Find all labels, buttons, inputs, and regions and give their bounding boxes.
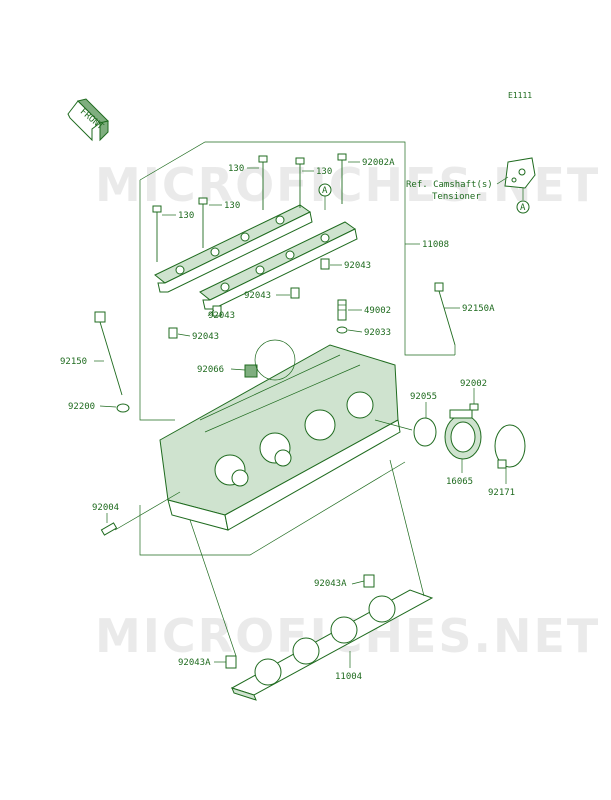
dowel-92043-a [320,258,330,270]
camshaft-holder-lower [199,221,358,310]
bolt-130-b [295,157,305,208]
plug-92066 [244,339,296,381]
label-92150A: 92150A [462,304,495,314]
o-ring-92033 [336,326,348,334]
washer-92200 [116,403,130,413]
label-130-c: 130 [178,211,194,221]
bolt-130-a [258,155,268,210]
ref-text-line2: Tensioner [432,192,481,202]
dowel-92043A-b [225,655,237,669]
label-92200: 92200 [68,402,95,412]
label-92043-d: 92043 [192,332,219,342]
label-92043-c: 92043 [208,311,235,321]
callout-a-top: A [318,183,332,197]
label-92043-b: 92043 [244,291,271,301]
leader-lines [94,161,507,668]
valve-49002 [337,299,347,321]
label-92043-a: 92043 [344,261,371,271]
bolt-130-c [152,205,162,262]
page-code: E1111 [508,91,532,100]
label-92171: 92171 [488,488,515,498]
ref-text-line1: Ref. Camshaft(s) [406,180,493,190]
label-130-a: 130 [228,164,244,174]
stud-92150 [94,311,123,396]
label-11004: 11004 [335,672,362,682]
label-16065: 16065 [446,477,473,487]
label-130-b: 130 [316,167,332,177]
label-92033: 92033 [364,328,391,338]
bolt-92002 [469,403,479,411]
bolt-130-d [198,197,208,248]
stud-92150A [434,282,456,346]
holder-16065 [444,409,482,460]
label-130-d: 130 [224,201,240,211]
label-92004: 92004 [92,503,119,513]
svg-text:A: A [520,203,526,213]
label-92043A-a: 92043A [314,579,347,589]
label-92002A: 92002A [362,158,395,168]
cylinder-head [159,344,401,531]
assembly-outline [139,141,456,556]
bolt-92002A [337,153,347,204]
dowel-92043-d [168,327,178,339]
head-gasket-11004 [230,589,434,701]
dowel-92043A-a [363,574,375,588]
label-49002: 49002 [364,306,391,316]
label-92055: 92055 [410,392,437,402]
o-ring-92055 [413,417,437,447]
dowel-92043-b [290,287,300,299]
svg-text:A: A [322,186,328,196]
label-11008: 11008 [422,240,449,250]
label-92002: 92002 [460,379,487,389]
label-92066: 92066 [197,365,224,375]
camshaft-tensioner-bracket [504,157,536,189]
front-arrow-icon: FRONT [67,98,109,142]
callout-a-right: A [516,200,530,214]
camshaft-holder-upper [154,204,313,293]
clamp-92171 [494,424,526,469]
stud-92004 [100,522,118,536]
label-92043A-b: 92043A [178,658,211,668]
label-92150: 92150 [60,357,87,367]
